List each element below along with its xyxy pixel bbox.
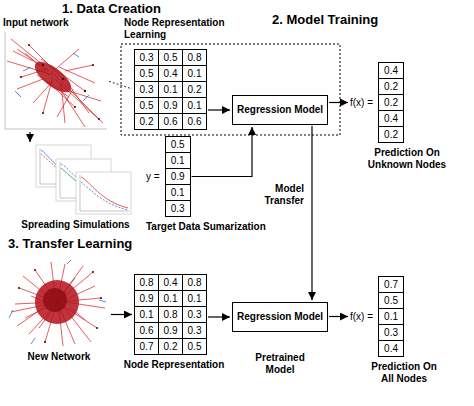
matrix-value: 0.9: [159, 323, 182, 338]
matrix-value: 0.4: [159, 275, 182, 290]
vector-value: 0.4: [379, 111, 403, 126]
matrix-caption: Node Representation Learning: [124, 17, 236, 41]
value-vector-group: f(x) =0.40.20.20.40.2Prediction On Unkno…: [350, 62, 452, 171]
connector-arrow: [29, 132, 30, 142]
value-vector: 0.50.10.90.10.3: [165, 136, 191, 217]
matrix-value: 0.5: [183, 339, 206, 354]
matrix-value: 0.6: [135, 323, 158, 338]
matrix-value: 0.3: [135, 50, 158, 65]
image-label: Input network: [3, 17, 113, 29]
matrix-caption: Node Representation: [119, 359, 229, 371]
connector-arrow: [311, 126, 312, 300]
matrix-value: 0.1: [183, 291, 206, 306]
matrix-value: 0.2: [183, 82, 206, 97]
box-title: Regression Model: [237, 311, 323, 322]
vector-value: 0.5: [166, 137, 190, 152]
matrix-value: 0.3: [183, 307, 206, 322]
matrix-value: 0.1: [183, 98, 206, 113]
matrix-value: 0.6: [183, 114, 206, 129]
process-box: Regression Model: [232, 95, 328, 125]
vector-value: 0.3: [379, 325, 403, 340]
matrix-value: 0.2: [135, 114, 158, 129]
image-label: Spreading Simulations: [18, 219, 133, 231]
matrix-value: 0.1: [159, 291, 182, 306]
vector-value: 0.2: [379, 79, 403, 94]
process-box: Regression ModelPretrained Model: [232, 302, 328, 376]
connector-arrow: [329, 102, 348, 103]
regression-box: Regression Model: [232, 302, 328, 332]
vector-prefix: f(x) =: [350, 97, 373, 109]
dotted-frame: [121, 44, 340, 135]
matrix-value: 0.1: [159, 82, 182, 97]
vector-caption: Prediction On Unknown Nodes: [362, 147, 452, 171]
feature-matrix: 0.80.40.80.90.10.10.10.80.30.60.90.30.70…: [134, 274, 207, 355]
matrix-value: 0.5: [135, 98, 158, 113]
vector-value: 0.5: [379, 293, 403, 308]
representation-matrix: 0.80.40.80.90.10.10.10.80.30.60.90.30.70…: [119, 274, 229, 371]
connector-arrow: [109, 81, 132, 89]
matrix-value: 0.3: [135, 82, 158, 97]
network-figure: Input network: [3, 17, 113, 131]
representation-matrix: Node Representation Learning0.30.50.80.5…: [124, 17, 236, 130]
vector-value: 0.4: [379, 341, 403, 356]
vector-caption: Prediction On All Nodes: [366, 361, 442, 385]
vector-row: y =0.50.10.90.10.3: [146, 136, 191, 217]
value-vector: 0.40.20.20.40.2: [378, 62, 404, 143]
regression-box: Regression Model: [232, 95, 328, 125]
vector-value: 0.3: [166, 201, 190, 216]
matrix-value: 0.2: [159, 339, 182, 354]
connector-arrow: [192, 127, 252, 177]
connector-arrow: [329, 316, 348, 317]
value-vector: 0.70.50.10.30.4: [378, 276, 404, 357]
matrix-value: 0.5: [159, 50, 182, 65]
matrix-value: 0.8: [159, 307, 182, 322]
network-illustration: [5, 258, 110, 348]
vector-value: 0.9: [166, 169, 190, 184]
box-title: Regression Model: [237, 104, 323, 115]
network-illustration: [3, 31, 108, 131]
vector-value: 0.1: [166, 185, 190, 200]
matrix-value: 0.5: [135, 66, 158, 81]
vector-caption: Target Data Sumarization: [146, 221, 266, 233]
matrix-value: 0.6: [159, 114, 182, 129]
matrix-value: 0.9: [159, 98, 182, 113]
feature-matrix: 0.30.50.80.50.40.10.30.10.20.50.90.10.20…: [134, 49, 207, 130]
vector-row: f(x) =0.40.20.20.40.2: [350, 62, 404, 143]
section-heading: 3. Transfer Learning: [8, 236, 132, 252]
vector-value: 0.2: [379, 127, 403, 142]
vector-row: f(x) = 0.70.50.10.30.4: [350, 276, 404, 357]
matrix-value: 0.9: [135, 291, 158, 306]
box-caption: Pretrained Model: [245, 352, 315, 376]
vector-value: 0.1: [166, 153, 190, 168]
network-figure: Spreading Simulations: [18, 144, 133, 231]
value-vector-group: y =0.50.10.90.10.3Target Data Sumarizati…: [146, 136, 266, 233]
section-heading: 1. Data Creation: [62, 1, 161, 17]
network-figure: New Network: [5, 258, 113, 363]
matrix-value: 0.8: [183, 275, 206, 290]
value-vector-group: f(x) = 0.70.50.10.30.4Prediction On All N…: [350, 276, 442, 385]
simulation-plots: [18, 144, 133, 216]
matrix-value: 0.1: [135, 307, 158, 322]
connector-arrow: [208, 316, 230, 317]
vector-value: 0.2: [379, 95, 403, 110]
matrix-value: 0.7: [135, 339, 158, 354]
vector-prefix: y =: [146, 171, 160, 183]
section-heading: 2. Model Training: [272, 12, 378, 28]
connector-arrow: [208, 109, 230, 110]
edge-label: Model Transfer: [252, 182, 306, 208]
matrix-value: 0.8: [135, 275, 158, 290]
image-label: New Network: [5, 351, 113, 363]
vector-value: 0.4: [379, 63, 403, 78]
vector-prefix: f(x) =: [350, 311, 373, 323]
vector-value: 0.1: [379, 309, 403, 324]
vector-value: 0.7: [379, 277, 403, 292]
matrix-value: 0.1: [183, 66, 206, 81]
matrix-value: 0.4: [159, 66, 182, 81]
connector-arrow: [111, 314, 132, 315]
matrix-value: 0.3: [183, 323, 206, 338]
matrix-value: 0.8: [183, 50, 206, 65]
